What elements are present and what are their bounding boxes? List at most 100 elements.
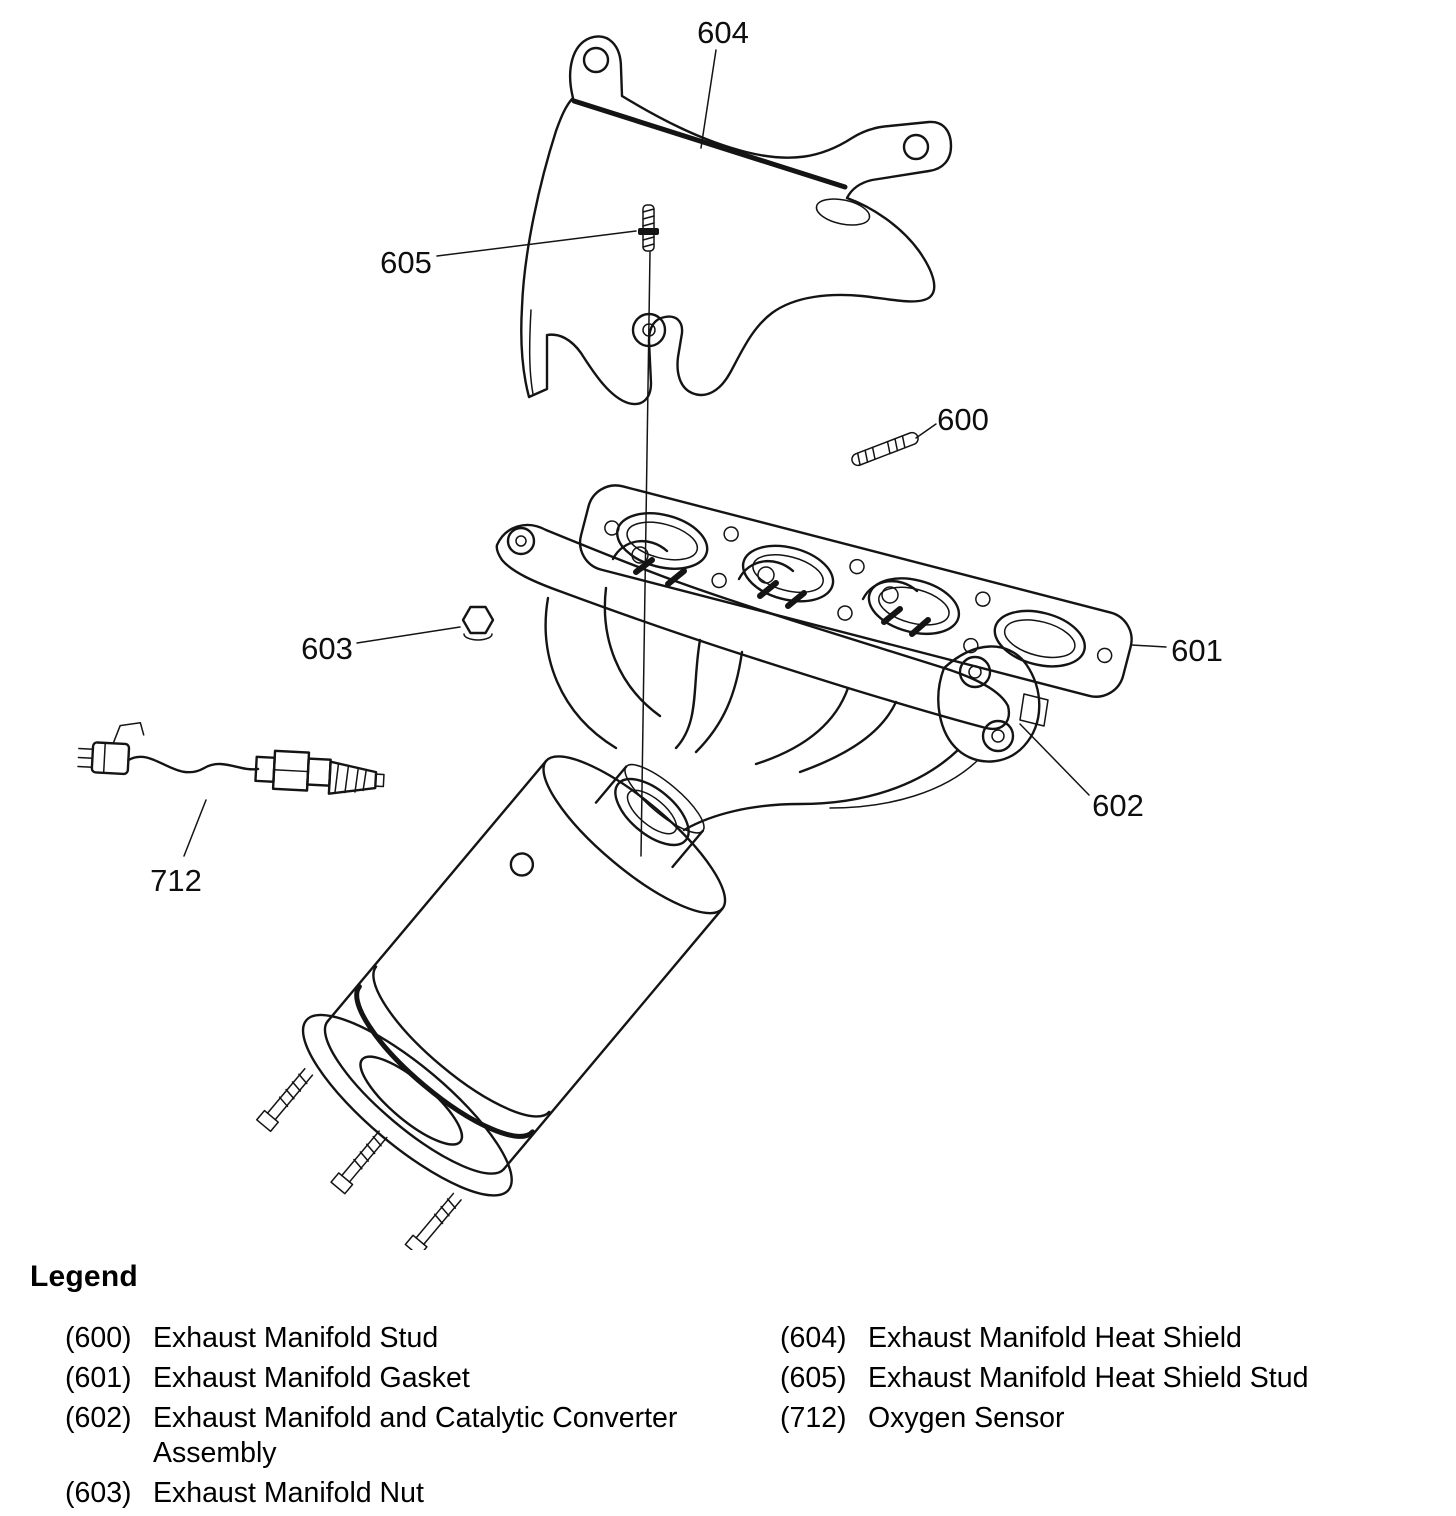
connector-detail (102, 742, 106, 774)
oxygen-sensor-712 (77, 721, 385, 795)
stud-collar (638, 228, 659, 235)
flange-stud-3-nut (404, 1234, 428, 1250)
manifold-collector-sweep (682, 748, 960, 832)
leader-lines (183, 49, 1167, 857)
sensor-tip-end (374, 773, 385, 788)
manifold-collector-sweep-inner (829, 759, 979, 809)
manifold-shading (633, 557, 931, 637)
legend-label: Exhaust Manifold Heat Shield (868, 1322, 1242, 1354)
legend-id: (600) (65, 1322, 132, 1354)
legend-label: Exhaust Manifold Gasket (153, 1362, 470, 1395)
converter-body-top (326, 759, 548, 1023)
sensor-body-2 (306, 757, 332, 787)
gasket-port-3-inner (878, 586, 950, 626)
leader-605 (436, 230, 637, 257)
sensor-thread-lines (334, 763, 367, 794)
right-boss-hole-lower-inner (991, 729, 1005, 743)
legend-label: Exhaust Manifold Nut (153, 1477, 424, 1510)
callout-605: 605 (380, 245, 432, 280)
legend-entry-605: (605) Exhaust Manifold Heat Shield Stud (780, 1361, 1430, 1396)
legend-id: (602) (65, 1402, 132, 1435)
callout-712: 712 (150, 863, 202, 898)
flange-stud-2-nut (330, 1172, 354, 1195)
heat-shield-dimple (815, 198, 871, 226)
heat-shield-stud-605 (638, 204, 659, 252)
legend-label: Exhaust Manifold Stud (153, 1322, 439, 1354)
connector-clip (112, 721, 145, 745)
catalytic-converter (255, 755, 727, 1250)
flange-bolt-1 (631, 546, 649, 564)
gasket-port-1-outer (615, 512, 709, 570)
manifold-right-boss (937, 645, 1041, 763)
callout-603: 603 (301, 631, 353, 666)
legend-column-left: (600) Exhaust Manifold Stud (601) Exhaus… (65, 1321, 780, 1516)
collector-outlet-inner (626, 789, 678, 835)
stud-shank (851, 431, 919, 467)
converter-outlet-hole (359, 1055, 464, 1146)
manifold-flange-outline (495, 523, 1011, 731)
legend-id: (604) (780, 1322, 847, 1354)
legend-label: Exhaust Manifold and Catalytic Converter… (153, 1402, 678, 1470)
flange-bolt-2 (757, 566, 775, 584)
flange-stud-1 (266, 1067, 314, 1121)
right-boss-hole-upper (958, 655, 992, 689)
flange-ear-left (506, 526, 536, 556)
flange-stud-3 (415, 1192, 462, 1246)
manifold-flange-bosses (611, 539, 919, 601)
manifold-and-converter-602 (255, 523, 1049, 1250)
right-boss-tab (1019, 693, 1049, 727)
gasket-bolt-holes (604, 520, 1113, 664)
flange-stud-1-nut (255, 1109, 280, 1133)
sensor-hex-facet (273, 769, 309, 773)
gasket-port-2-outer (741, 544, 835, 603)
flange-stud-2 (341, 1130, 388, 1183)
callout-labels: 604 605 600 601 603 602 712 (150, 15, 1223, 898)
converter-inlet-neck-end (624, 763, 705, 834)
gasket-601 (578, 484, 1133, 698)
connector-pins (77, 747, 94, 768)
leader-602 (1019, 723, 1090, 796)
converter-sensor-port (509, 852, 535, 877)
legend-label: Exhaust Manifold Heat Shield Stud (868, 1362, 1309, 1395)
manifold-stud-600 (851, 431, 919, 467)
legend-body: (600) Exhaust Manifold Stud (601) Exhaus… (30, 1321, 1430, 1516)
legend-column-right: (604) Exhaust Manifold Heat Shield (605)… (780, 1321, 1430, 1516)
converter-weld-band-1 (354, 984, 536, 1139)
nut-flange (463, 633, 493, 641)
flange-bolt-3 (881, 586, 899, 604)
gasket-outline (578, 484, 1133, 698)
legend: Legend (600) Exhaust Manifold Stud (601)… (30, 1260, 1430, 1516)
right-boss-hole-upper-inner (968, 665, 982, 679)
leader-600 (915, 423, 937, 439)
legend-entry-600: (600) Exhaust Manifold Stud (65, 1321, 780, 1356)
legend-entry-601: (601) Exhaust Manifold Gasket (65, 1361, 780, 1396)
leader-603 (356, 626, 461, 644)
sensor-thread-tip (327, 760, 378, 795)
converter-left-cap (323, 1020, 506, 1175)
heat-shield-fold-line (528, 309, 534, 395)
legend-title: Legend (30, 1260, 138, 1293)
nut-hex (461, 605, 495, 635)
callout-600: 600 (937, 402, 989, 437)
legend-entry-603: (603) Exhaust Manifold Nut (65, 1476, 780, 1511)
legend-id: (712) (780, 1402, 847, 1435)
gasket-port-4-inner (1003, 619, 1076, 659)
legend-label: Oxygen Sensor (868, 1402, 1065, 1435)
heat-shield-crease (571, 98, 848, 190)
legend-entry-602: (602) Exhaust Manifold and Catalytic Con… (65, 1401, 780, 1471)
collector-outlet-outer (614, 777, 690, 847)
flange-ear-left-hole (515, 535, 527, 547)
callout-601: 601 (1171, 633, 1223, 668)
heat-shield-mount-hole-left (582, 46, 610, 74)
gasket-port-3-outer (867, 577, 961, 635)
manifold-runners (544, 586, 898, 774)
callout-604: 604 (697, 15, 749, 50)
converter-inlet-face (542, 755, 727, 915)
stud-threads (856, 435, 906, 466)
assembly-axis-line (640, 251, 651, 857)
legend-id: (603) (65, 1477, 132, 1510)
exploded-parts-diagram: 604 605 600 601 603 602 712 (77, 15, 1223, 1250)
sensor-wire (127, 755, 260, 774)
converter-weld-band-2 (372, 965, 551, 1118)
